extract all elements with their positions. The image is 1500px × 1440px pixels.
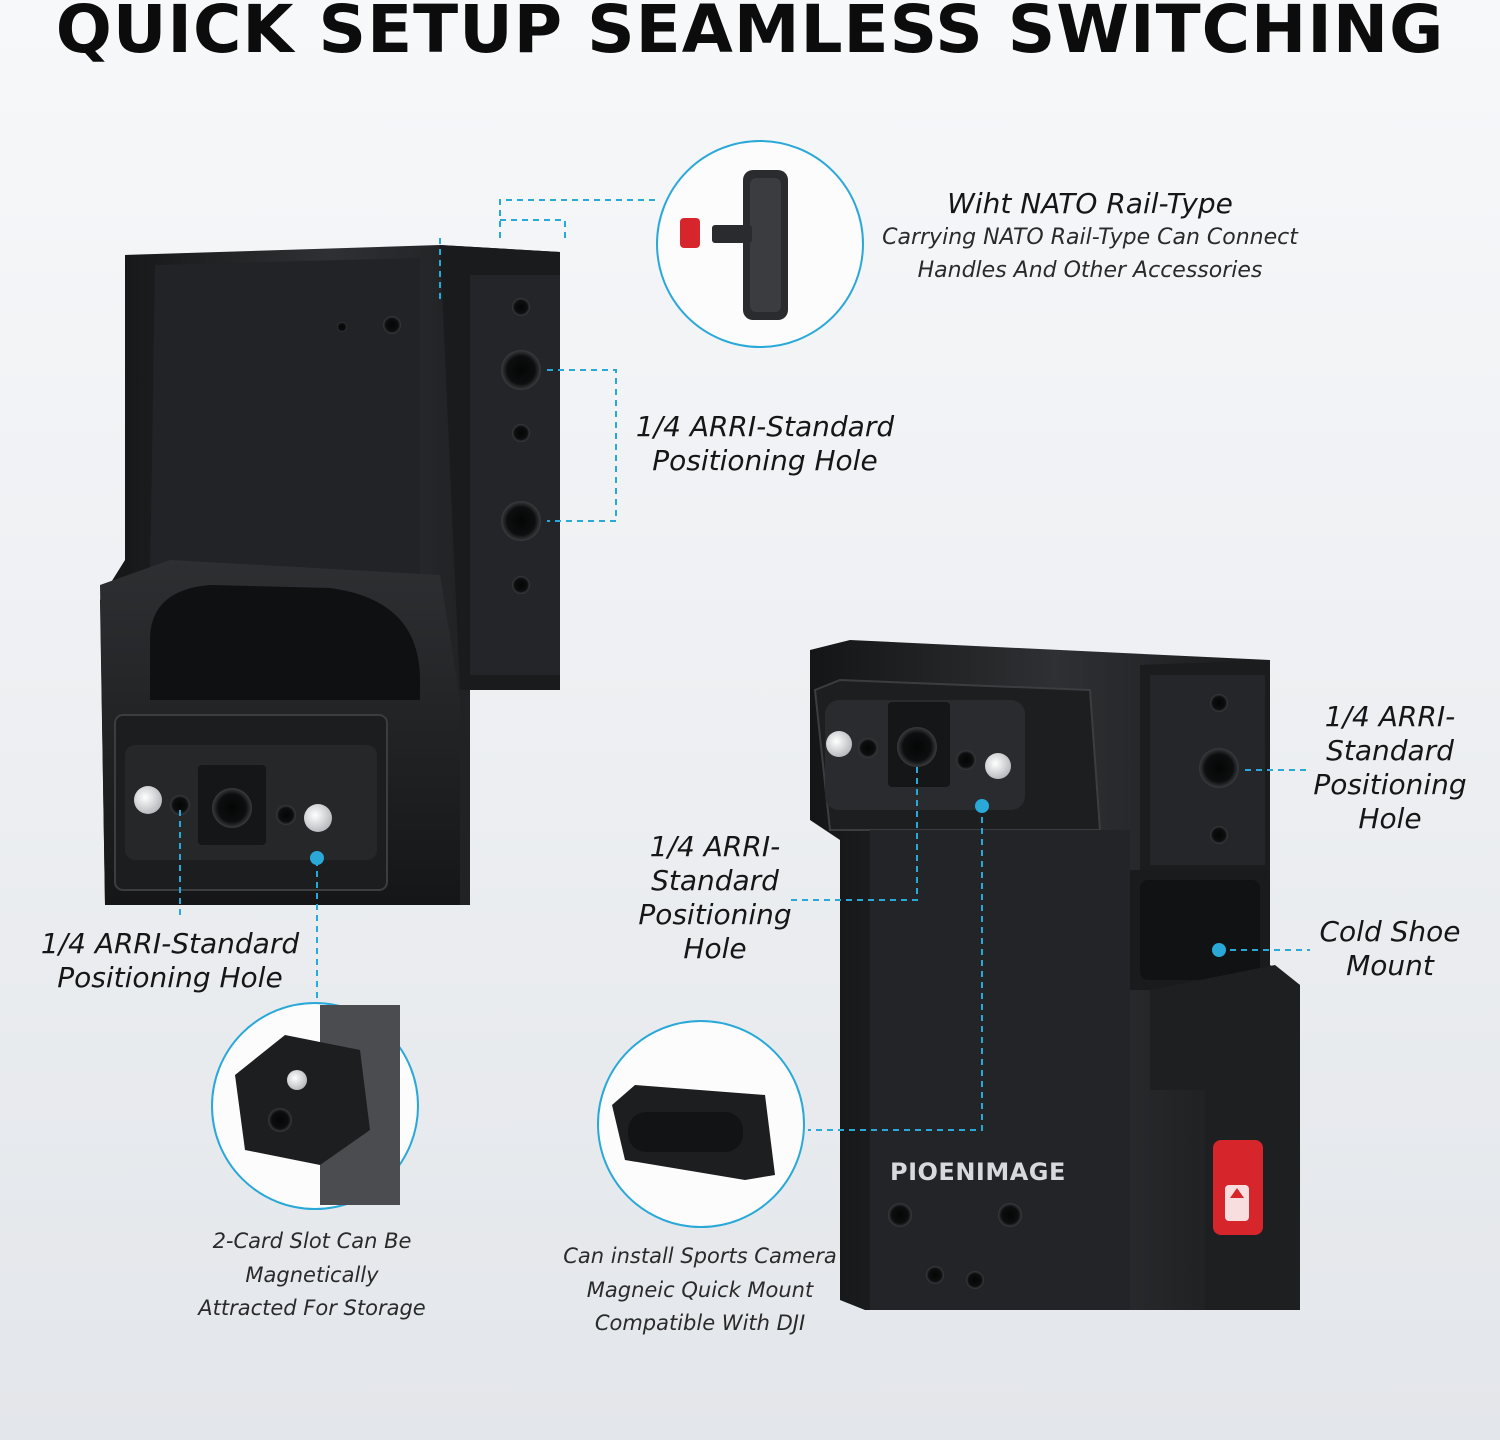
arri-right-line3: Positioning (1313, 768, 1467, 802)
arri-mid-line4: Hole (683, 932, 747, 966)
cage-left (100, 245, 560, 905)
sports-mount-accessory-circle (597, 1020, 805, 1228)
sports-mount-callout: Can install Sports Camera Magneic Quick … (545, 1240, 855, 1341)
arri-hole-mid-callout: 1/4 ARRI- Standard Positioning Hole (615, 830, 815, 967)
arri-mid-line2: Standard (651, 864, 779, 898)
sports-mount-line3: Compatible With DJI (594, 1311, 806, 1336)
cold-shoe-callout: Cold Shoe Mount (1305, 915, 1475, 983)
page-title: QUICK SETUP SEAMLESS SWITCHING (55, 0, 1445, 68)
card-slot-line1: 2-Card Slot Can Be (212, 1229, 412, 1253)
arri-right-line2: Standard (1326, 734, 1454, 768)
arri-left-line2: Positioning Hole (57, 961, 283, 995)
cage-right (810, 640, 1300, 1310)
nato-rail-desc-1: Carrying NATO Rail-Type Can Connect (882, 225, 1298, 251)
arri-upper-line1: 1/4 ARRI-Standard (635, 410, 895, 443)
arri-right-line1: 1/4 ARRI- (1324, 700, 1456, 733)
cold-shoe-line1: Cold Shoe (1319, 915, 1461, 948)
sports-mount-line2: Magneic Quick Mount (586, 1277, 814, 1302)
nato-rail-callout: Wiht NATO Rail-Type Carrying NATO Rail-T… (860, 187, 1320, 285)
arri-mid-line1: 1/4 ARRI- (649, 830, 781, 863)
arri-hole-left-callout: 1/4 ARRI-Standard Positioning Hole (25, 927, 315, 995)
handle-accessory-circle (656, 140, 864, 348)
nato-rail-desc-2: Handles And Other Accessories (917, 257, 1263, 283)
callout-dots (310, 799, 1226, 957)
card-slot-line3: Attracted For Storage (198, 1296, 426, 1321)
cold-shoe-line2: Mount (1346, 949, 1434, 983)
arri-hole-right-callout: 1/4 ARRI- Standard Positioning Hole (1295, 700, 1485, 837)
card-slot-callout: 2-Card Slot Can Be Magnetically Attracte… (172, 1225, 452, 1326)
brand-logo: PIOENIMAGE (890, 1158, 1066, 1186)
arri-left-line1: 1/4 ARRI-Standard (40, 927, 300, 960)
arri-hole-upper-callout: 1/4 ARRI-Standard Positioning Hole (620, 410, 910, 478)
card-slot-line2: Magnetically (245, 1262, 379, 1287)
nato-rail-title: Wiht NATO Rail-Type (947, 187, 1233, 220)
sports-mount-line1: Can install Sports Camera (563, 1244, 837, 1268)
card-slot-accessory-circle (211, 1002, 419, 1210)
arri-right-line4: Hole (1358, 802, 1422, 836)
callout-lines (179, 199, 1310, 1131)
arri-mid-line3: Positioning (638, 898, 792, 932)
arri-upper-line2: Positioning Hole (652, 444, 878, 478)
